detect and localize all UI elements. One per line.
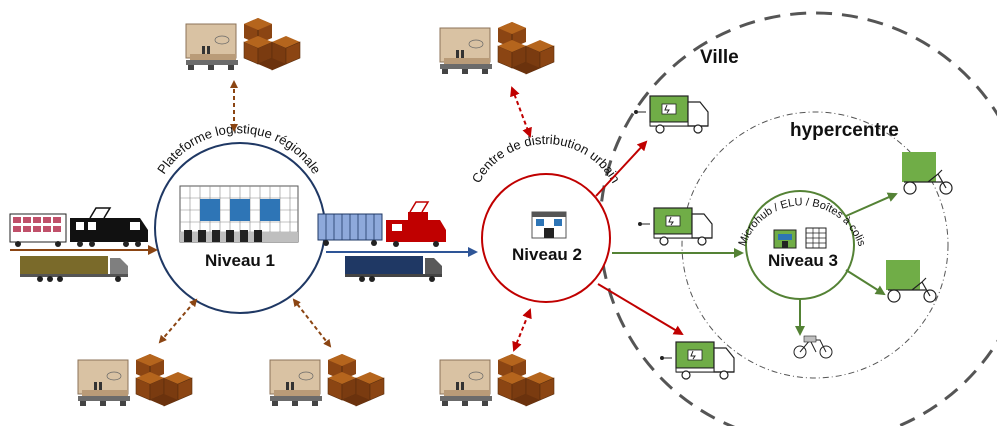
red-locomotive-icon [386,201,446,247]
rail-wagon-icon [317,213,383,246]
niveau3-circle [745,190,855,300]
pallet-arrow-top-middle [510,86,532,138]
truck-middle-icon [345,256,442,282]
niveau1-label: Niveau 1 [205,251,275,270]
pallet-arrow-bottom-middle [512,308,532,352]
freight-train-icon [9,207,148,247]
bicycle-icon [793,335,833,359]
microhub-icon [773,229,797,249]
distribution-center-icon [531,211,567,239]
parcel-lockers-icon [805,227,827,249]
green-van-bottom [659,341,735,380]
pallet-arrow-bottom-left [158,298,198,344]
arrow-to-van-bottom [597,283,684,336]
pallet-top-middle [439,21,555,75]
pallet-bottom-center [269,353,385,407]
cargo-bike-top [901,151,953,195]
arrow-to-bike-bottom [845,269,886,296]
green-van-middle [637,207,713,246]
niveau2-label: Niveau 2 [512,245,582,264]
green-van-top [633,95,709,134]
arrow-to-van-top [595,140,648,197]
arrow-to-bike-top [845,192,898,217]
pallet-arrow-bottom-center [292,298,332,348]
niveau3-label: Niveau 3 [768,251,838,270]
pallet-bottom-middle [439,353,555,407]
cargo-bike-bottom [885,259,937,303]
ville-label: Ville [700,47,739,68]
hypercentre-label: hypercentre [790,120,899,141]
truck-left-icon [20,256,128,282]
hypercentre-zone-circle [681,111,949,379]
pallet-top-left [185,17,301,71]
warehouse-icon [179,185,299,243]
pallet-bottom-left [77,353,193,407]
